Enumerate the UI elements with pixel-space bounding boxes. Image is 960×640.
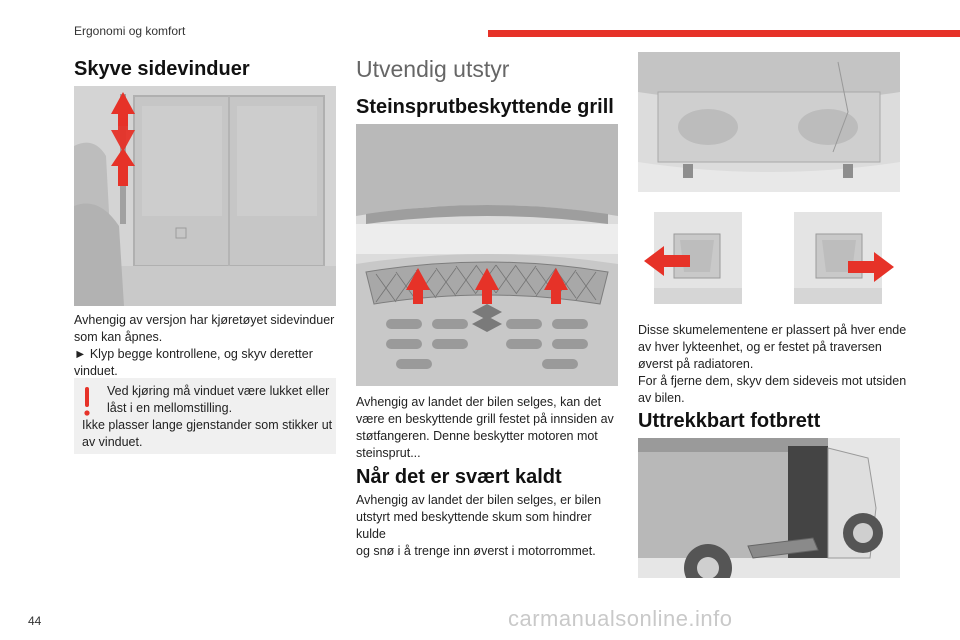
section-header: Ergonomi og komfort: [74, 24, 186, 38]
text-line: For å fjerne dem, skyv dem sideveis mot …: [638, 374, 907, 388]
warning-box: Ved kjøring må vinduet være lukket eller…: [74, 378, 336, 454]
text-line: Avhengig av landet der bilen selges, er …: [356, 493, 602, 507]
text-line: Avhengig av versjon har kjøretøyet sidev…: [74, 313, 335, 327]
retractable-step-heading: Uttrekkbart fotbrett: [638, 410, 821, 432]
text-line: steinsprut...: [356, 446, 421, 460]
text-line: ► Klyp begge kontrollene, og skyv derett…: [74, 347, 313, 361]
up-arrow-icon: [475, 268, 499, 304]
watermark: carmanualsonline.info: [508, 606, 733, 631]
very-cold-heading: Når det er svært kaldt: [356, 466, 562, 488]
text-line: av bilen.: [638, 391, 685, 405]
page-number: 44: [28, 614, 42, 628]
stone-guard-text: Avhengig av landet der bilen selges, kan…: [356, 394, 618, 462]
text-line: Disse skumelementene er plassert på hver…: [638, 323, 907, 337]
text-line: Ved kjøring må vinduet være lukket eller: [107, 384, 330, 398]
text-line: være en beskyttende grill festet på inns…: [356, 412, 614, 426]
text-line: vinduet.: [74, 364, 118, 378]
engine-bay-illustration: [638, 52, 900, 192]
text-line: støtfangeren. Denne beskytter motoren mo…: [356, 429, 598, 443]
foam-right-illustration: [794, 212, 882, 304]
chapter-title: Utvendig utstyr: [356, 56, 510, 82]
sliding-windows-heading: Skyve sidevinduer: [74, 58, 250, 80]
text-line: av hver lykteenhet, og er festet på trav…: [638, 340, 882, 354]
up-arrow-icon: [544, 268, 568, 304]
header-accent-bar: [488, 30, 960, 37]
exclamation-icon: [83, 387, 91, 417]
text-line: låst i en mellomstilling.: [107, 401, 233, 415]
text-line: som kan åpnes.: [74, 330, 163, 344]
sliding-windows-text: Avhengig av versjon har kjøretøyet sidev…: [74, 312, 336, 380]
warning-text: Ikke plasser lange gjenstander som stikk…: [82, 417, 334, 451]
up-arrow-icon: [406, 268, 430, 304]
grill-illustration: [356, 124, 618, 386]
down-arrow-icon: [111, 118, 135, 152]
text-line: Avhengig av landet der bilen selges, kan…: [356, 395, 602, 409]
text-line: øverst på radiatoren.: [638, 357, 754, 371]
stone-guard-heading: Steinsprutbeskyttende grill: [356, 96, 614, 118]
side-window-illustration: [74, 86, 336, 306]
up-arrow-icon: [111, 92, 135, 126]
text-line: av vinduet.: [82, 435, 143, 449]
text-line: utstyrt med beskyttende skum som hindrer…: [356, 510, 592, 541]
foam-text: Disse skumelementene er plassert på hver…: [638, 322, 910, 407]
very-cold-text: Avhengig av landet der bilen selges, er …: [356, 492, 618, 560]
text-line: Ikke plasser lange gjenstander som stikk…: [82, 418, 333, 432]
up-arrow-icon: [111, 148, 135, 186]
text-line: og snø i å trenge inn øverst i motorromm…: [356, 544, 596, 558]
right-arrow-icon: [848, 252, 894, 282]
warning-indented-text: Ved kjøring må vinduet være lukket eller…: [107, 383, 333, 417]
left-arrow-icon: [644, 246, 690, 276]
retractable-step-illustration: [638, 438, 900, 578]
